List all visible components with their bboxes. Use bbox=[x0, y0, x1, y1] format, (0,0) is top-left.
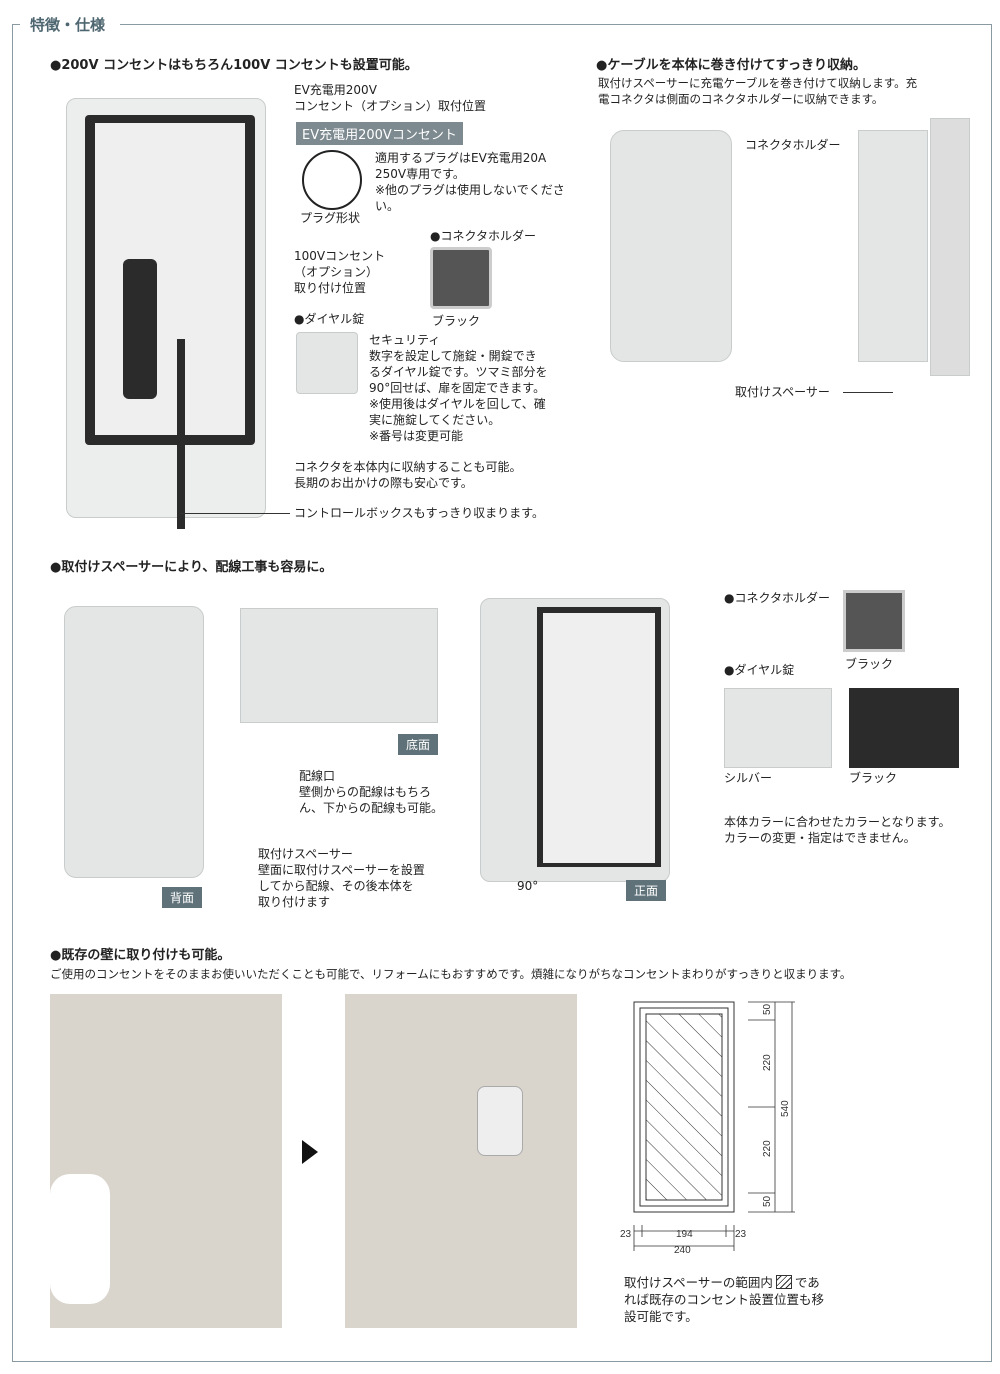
before-illustration bbox=[50, 994, 282, 1328]
charger-side-photo bbox=[858, 130, 928, 362]
dim-total: 540 bbox=[780, 1100, 791, 1117]
black-label: ブラック bbox=[849, 771, 898, 785]
holder-label: コネクタホルダー bbox=[745, 138, 841, 152]
hatch-icon bbox=[775, 1275, 792, 1289]
plug-shape-icon bbox=[302, 150, 362, 210]
divider bbox=[120, 24, 992, 25]
spacer-label: 取付けスペーサー bbox=[735, 385, 830, 399]
connector-holder-photo bbox=[430, 247, 492, 309]
connector-note: コネクタを本体内に収納することも可能。 長期のお出かけの際も安心です。 bbox=[294, 460, 522, 490]
s1-heading: ●200V コンセントはもちろん100V コンセントも設置可能。 bbox=[50, 58, 418, 73]
charger-open-photo bbox=[66, 98, 266, 529]
dim-left: 23 bbox=[620, 1229, 632, 1240]
s4-heading: ●既存の壁に取り付けも可能。 bbox=[50, 948, 231, 963]
dim-right: 23 bbox=[735, 1229, 747, 1240]
page-frame bbox=[12, 24, 992, 1362]
dial-silver-photo bbox=[724, 688, 832, 768]
arrow-right-icon bbox=[302, 1140, 318, 1164]
after-illustration bbox=[345, 994, 577, 1328]
dim-inner: 194 bbox=[676, 1229, 693, 1240]
dim-mid2: 220 bbox=[762, 1140, 773, 1157]
s3-holder-heading: ●コネクタホルダー bbox=[724, 591, 830, 605]
dial-black-photo bbox=[849, 688, 959, 768]
s2-heading: ●ケーブルを本体に巻き付けてすっきり収納。 bbox=[596, 58, 867, 73]
wiring-note: 配線口 壁側からの配線はもちろ ん、下からの配線も可能。 bbox=[299, 769, 444, 815]
s3-heading: ●取付けスペーサーにより、配線工事も容易に。 bbox=[50, 560, 333, 575]
dial-lock-photo bbox=[296, 332, 358, 394]
leader-line bbox=[843, 392, 893, 393]
plug-note: 適用するプラグはEV充電用20A 250V専用です。 ※他のプラグは使用しないで… bbox=[375, 151, 565, 213]
dial-heading: ●ダイヤル錠 bbox=[294, 312, 365, 326]
dim-mid1: 220 bbox=[762, 1054, 773, 1071]
back-view-photo bbox=[64, 606, 204, 878]
spacer-note: 取付けスペーサー 壁面に取付けスペーサーを設置 してから配線、その後本体を 取り… bbox=[258, 847, 425, 909]
dial-note: セキュリティ 数字を設定して施錠・開錠でき るダイヤル錠です。ツマミ部分を 90… bbox=[369, 333, 548, 443]
s3-holder-color: ブラック bbox=[845, 657, 894, 671]
angle-label: 90° bbox=[517, 879, 539, 893]
dimension-diagram: 50 220 540 220 50 23 194 23 240 bbox=[620, 1001, 795, 1256]
dim-bottom: 50 bbox=[762, 1195, 773, 1207]
ev-position-label: EV充電用200V コンセント（オプション）取付位置 bbox=[294, 83, 487, 113]
note-text: 取付けスペーサーの範囲内 bbox=[624, 1275, 773, 1290]
front-tag: 正面 bbox=[626, 880, 667, 901]
back-tag: 背面 bbox=[162, 887, 203, 908]
dim-top: 50 bbox=[762, 1003, 773, 1015]
control-note: コントロールボックスもすっきり収まります。 bbox=[294, 506, 544, 520]
charger-front-photo bbox=[610, 130, 732, 362]
dim-width: 240 bbox=[674, 1245, 691, 1256]
s2-desc: 取付けスペーサーに充電ケーブルを巻き付けて収納します。充 電コネクタは側面のコネ… bbox=[598, 76, 918, 106]
section-title: 特徴・仕様 bbox=[30, 16, 106, 34]
plug-label: プラグ形状 bbox=[300, 211, 361, 225]
bottom-view-photo bbox=[240, 608, 438, 723]
front-view-photo bbox=[480, 598, 670, 882]
leader-line bbox=[180, 513, 290, 514]
spacer-range-note: 取付けスペーサーの範囲内であ れば既存のコンセント設置位置も移 設可能です。 bbox=[624, 1274, 839, 1325]
wall bbox=[930, 118, 970, 376]
s3-dial-heading: ●ダイヤル錠 bbox=[724, 663, 795, 677]
holder-color: ブラック bbox=[432, 314, 481, 328]
color-note: 本体カラーに合わせたカラーとなります。 カラーの変更・指定はできません。 bbox=[724, 815, 951, 845]
connector-holder-photo bbox=[843, 590, 905, 652]
bottom-tag: 底面 bbox=[398, 734, 439, 755]
silver-label: シルバー bbox=[724, 771, 773, 785]
ev-outlet-tag: EV充電用200Vコンセント bbox=[296, 122, 463, 145]
note-text-2: であ れば既存のコンセント設置位置も移 設可能です。 bbox=[624, 1275, 825, 1324]
divider bbox=[12, 24, 20, 25]
outlet100-label: 100Vコンセント （オプション） 取り付け位置 bbox=[294, 249, 386, 295]
holder-heading: ●コネクタホルダー bbox=[430, 229, 536, 243]
s4-desc: ご使用のコンセントをそのままお使いいただくことも可能で、リフォームにもおすすめで… bbox=[50, 967, 852, 981]
